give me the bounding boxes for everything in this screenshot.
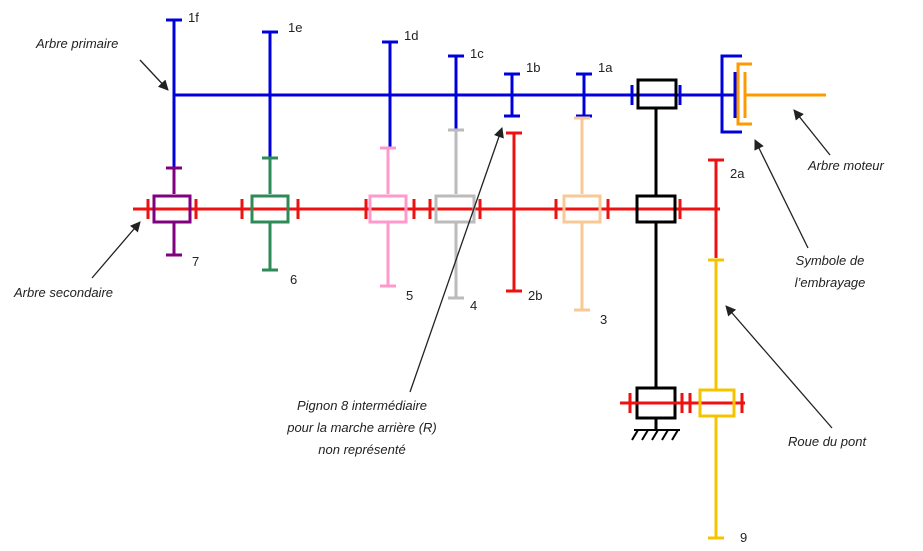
gear-6 [250, 156, 290, 272]
label-1e: 1e [288, 20, 302, 35]
label-1d: 1d [404, 28, 418, 43]
arrow-embrayage [754, 139, 809, 249]
primary-gear-1c [448, 54, 464, 132]
gear-4 [434, 128, 476, 300]
caption-roue-pont: Roue du pont [788, 434, 867, 449]
label-6: 6 [290, 272, 297, 287]
label-1a: 1a [598, 60, 613, 75]
label-1f: 1f [188, 10, 199, 25]
gear-5 [368, 146, 408, 288]
label-2a: 2a [730, 166, 745, 181]
ring-gear-9 [698, 258, 736, 540]
caption-arbre-primaire: Arbre primaire [35, 36, 118, 51]
caption-pignon-1: Pignon 8 intermédiaire [297, 398, 427, 413]
label-9: 9 [740, 530, 747, 545]
arrow-arbre-primaire [139, 59, 169, 91]
arrow-pignon [409, 127, 504, 393]
label-4: 4 [470, 298, 477, 313]
label-1b: 1b [526, 60, 540, 75]
secondary-gear-2b [506, 131, 522, 293]
label-3: 3 [600, 312, 607, 327]
secondary-gear-2a [708, 158, 724, 258]
label-1c: 1c [470, 46, 484, 61]
lower-shaft [620, 393, 745, 413]
arrow-arbre-moteur [793, 109, 831, 156]
label-7: 7 [192, 254, 199, 269]
label-5: 5 [406, 288, 413, 303]
synchro-column [635, 78, 678, 430]
primary-gear-1e [262, 30, 278, 160]
caption-embrayage-2: l’embrayage [795, 275, 866, 290]
primary-gear-1b [504, 72, 520, 118]
primary-gear-1f [166, 18, 182, 175]
caption-arbre-secondaire: Arbre secondaire [13, 285, 113, 300]
primary-gear-1a [576, 72, 592, 118]
arrow-roue-pont [725, 305, 833, 429]
primary-bearing [630, 85, 682, 105]
gear-3 [562, 116, 602, 312]
gear-7 [152, 166, 192, 257]
primary-gear-1d [382, 40, 398, 148]
label-2b: 2b [528, 288, 542, 303]
callout-arrows [91, 59, 833, 429]
secondary-shaft [133, 199, 720, 219]
caption-embrayage-1: Symbole de [796, 253, 865, 268]
caption-arbre-moteur: Arbre moteur [807, 158, 885, 173]
caption-pignon-3: non représenté [318, 442, 405, 457]
caption-pignon-2: pour la marche arrière (R) [286, 420, 437, 435]
arrow-arbre-secondaire [91, 221, 141, 279]
frame-ground-symbol [631, 429, 680, 441]
